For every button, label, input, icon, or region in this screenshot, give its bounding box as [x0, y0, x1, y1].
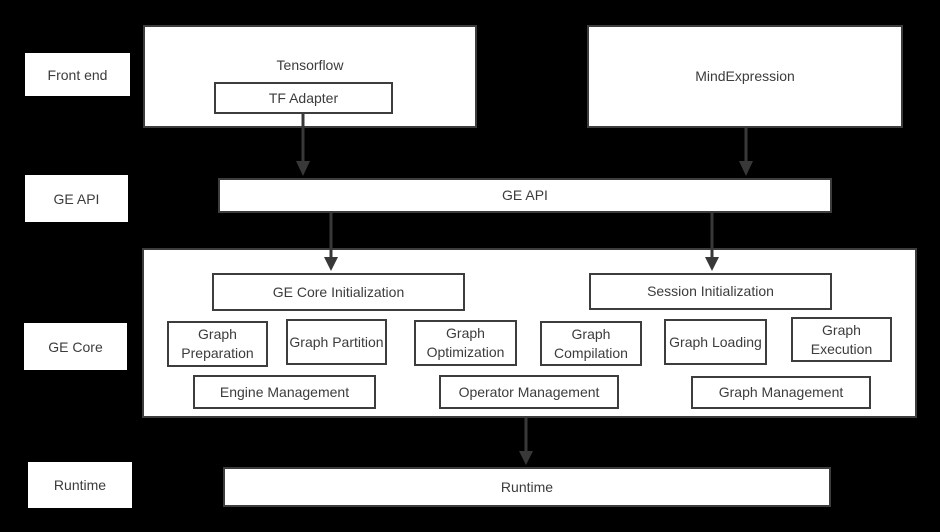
layer-label-front-end-text: Front end: [47, 66, 108, 83]
node-engine-management-label: Engine Management: [219, 383, 350, 400]
arrow-mindexpression-to-ge-api-icon: [739, 128, 753, 176]
node-mindexpression-label: MindExpression: [695, 68, 795, 84]
node-graph-loading-label: Graph Loading: [669, 333, 762, 350]
node-operator-management-label: Operator Management: [458, 383, 600, 400]
node-graph-loading: Graph Loading: [664, 319, 767, 365]
node-runtime: Runtime: [223, 467, 831, 507]
node-graph-compilation-label: Graph Compilation: [554, 325, 628, 361]
node-tf-adapter-label: TF Adapter: [268, 89, 339, 106]
node-ge-api-label: GE API: [502, 187, 548, 203]
layer-label-ge-api-text: GE API: [53, 190, 100, 207]
node-mindexpression: MindExpression: [587, 25, 903, 128]
layer-label-ge-api: GE API: [25, 175, 128, 222]
node-ge-api: GE API: [218, 178, 832, 213]
node-graph-management-label: Graph Management: [718, 384, 844, 400]
layer-label-runtime-text: Runtime: [53, 477, 107, 493]
node-graph-compilation: Graph Compilation: [540, 321, 642, 366]
node-session-initialization-label: Session Initialization: [647, 283, 774, 299]
layer-label-runtime: Runtime: [28, 462, 132, 508]
node-graph-preparation-label: Graph Preparation: [181, 326, 254, 361]
node-runtime-label: Runtime: [500, 478, 554, 495]
layer-label-ge-core-text: GE Core: [48, 338, 103, 355]
node-ge-core-initialization-label: GE Core Initialization: [272, 283, 405, 300]
node-tensorflow-label: Tensorflow: [276, 57, 344, 73]
node-graph-execution-label: Graph Execution: [810, 321, 873, 357]
node-graph-management: Graph Management: [691, 376, 871, 409]
node-graph-execution: Graph Execution: [791, 317, 892, 362]
node-graph-partition: Graph Partition: [286, 319, 387, 365]
node-session-initialization: Session Initialization: [589, 273, 832, 310]
node-graph-optimization: Graph Optimization: [414, 320, 517, 366]
node-tf-adapter: TF Adapter: [214, 82, 393, 114]
arrow-ge-core-to-runtime-icon: [519, 418, 533, 465]
node-graph-optimization-label: Graph Optimization: [426, 325, 505, 360]
layer-label-ge-core: GE Core: [24, 323, 127, 370]
node-graph-partition-label: Graph Partition: [289, 333, 384, 350]
node-operator-management: Operator Management: [439, 375, 619, 409]
node-ge-core-initialization: GE Core Initialization: [212, 273, 465, 311]
layer-label-front-end: Front end: [25, 53, 130, 96]
node-engine-management: Engine Management: [193, 375, 376, 409]
node-graph-preparation: Graph Preparation: [167, 321, 268, 367]
